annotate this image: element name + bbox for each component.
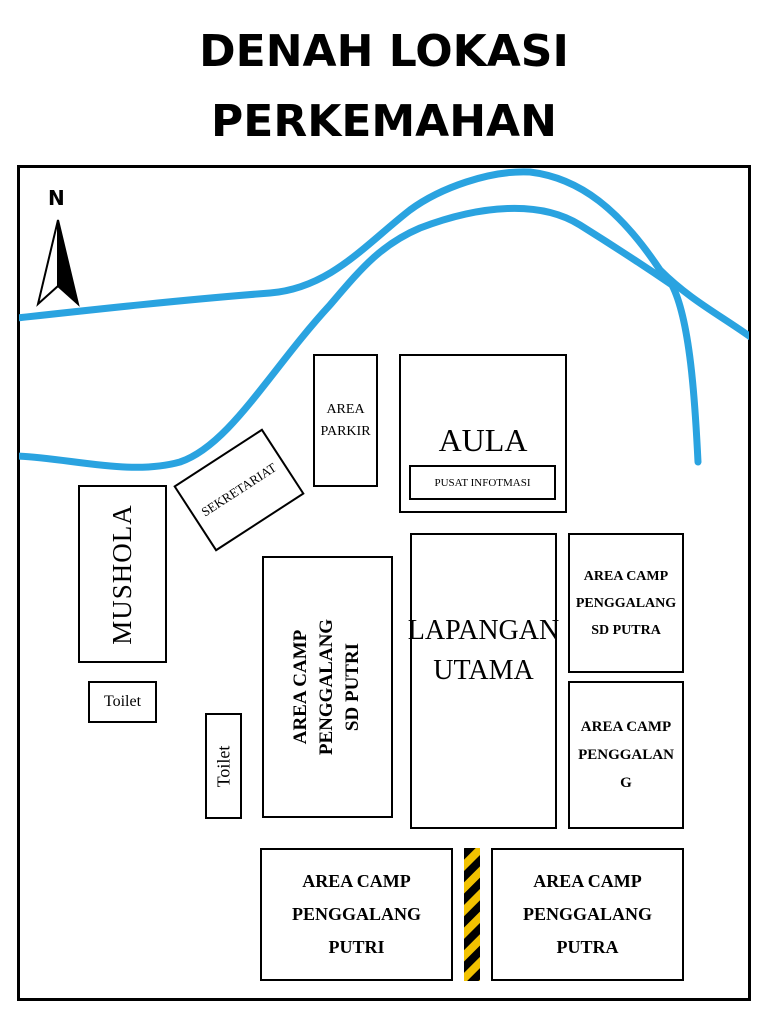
pusat-informasi: PUSAT INFOTMASI (409, 465, 556, 500)
area-camp-sd-putri-label: AREA CAMP PENGGALANG SD PUTRI (290, 618, 364, 756)
toilet-center-label: Toilet (213, 745, 234, 787)
area-camp-penggalang-putra: AREA CAMP PENGGALANG PUTRA (491, 848, 684, 981)
mushola: MUSHOLA (78, 485, 167, 663)
area-camp-penggalang: AREA CAMP PENGGALAN G (568, 681, 684, 829)
area-camp-penggalang-putri: AREA CAMP PENGGALANG PUTRI (260, 848, 453, 981)
compass-north-label: N (48, 186, 65, 210)
area-camp-sd-putri: AREA CAMP PENGGALANG SD PUTRI (262, 556, 393, 818)
map-title-line2: PERKEMAHAN (211, 96, 557, 147)
map-title-line1: DENAH LOKASI (199, 26, 569, 77)
area-camp-sd-putra: AREA CAMP PENGGALANG SD PUTRA (568, 533, 684, 673)
aula-label: AULA (438, 422, 528, 458)
map-frame (17, 165, 751, 1001)
area-parkir: AREA PARKIR (313, 354, 378, 487)
lapangan-utama: LAPANGAN UTAMA (408, 533, 559, 829)
toilet-center: Toilet (205, 713, 242, 819)
mushola-label: MUSHOLA (107, 503, 138, 645)
toilet-left: Toilet (88, 681, 157, 723)
